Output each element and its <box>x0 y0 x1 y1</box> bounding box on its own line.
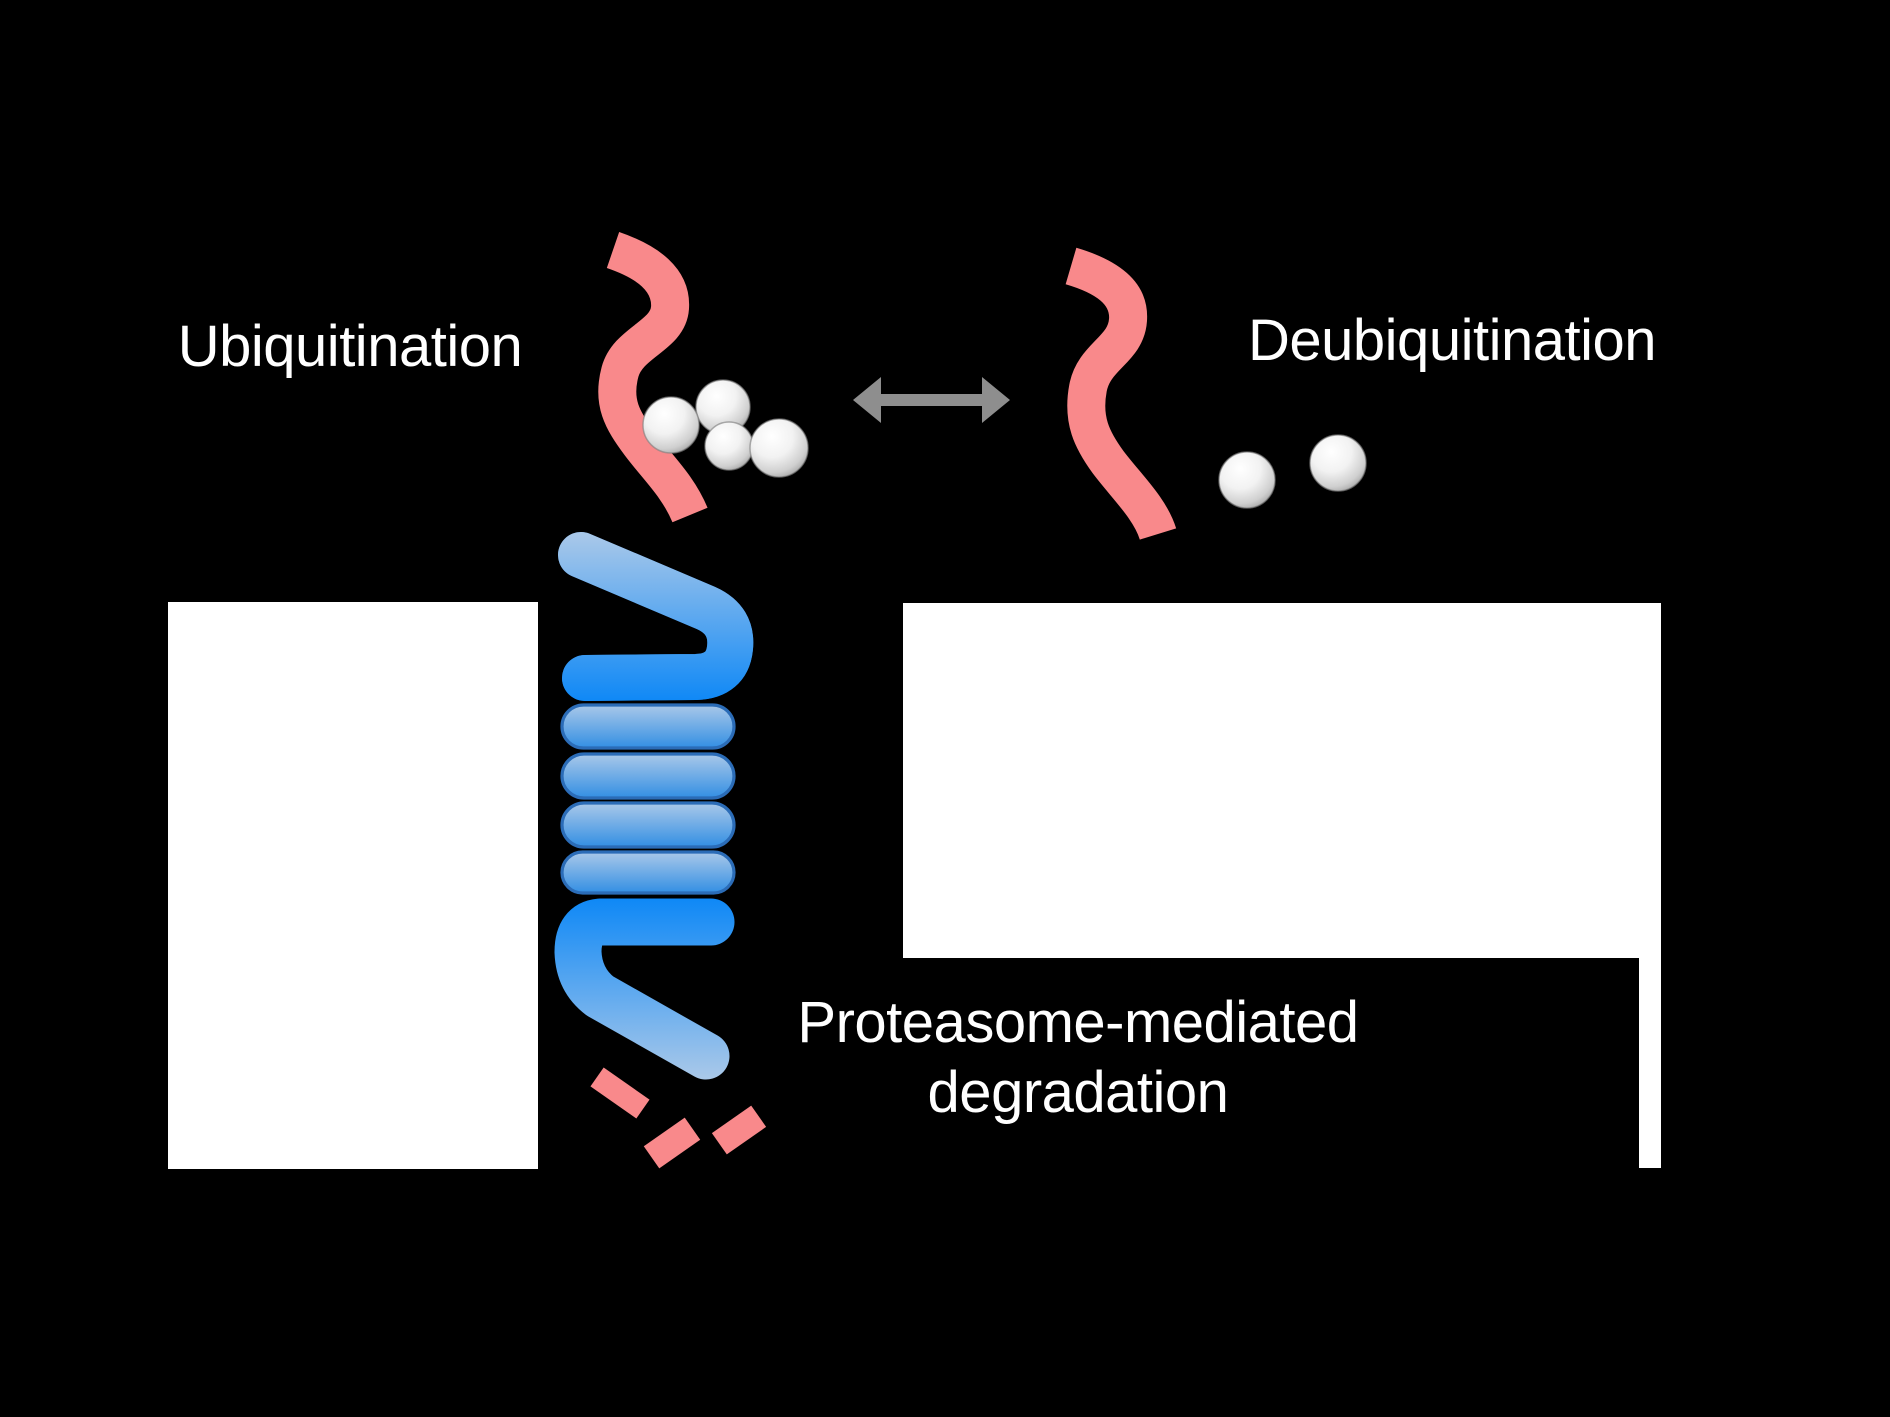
coiled-protein <box>554 532 754 1080</box>
label-proteasome-line1: Proteasome-mediated <box>797 990 1359 1055</box>
label-ubiquitination: Ubiquitination <box>177 314 523 379</box>
right-panel-edge-strip <box>1639 958 1661 1168</box>
label-proteasome-degradation: Proteasome-mediated degradation <box>797 988 1359 1128</box>
ubiquitin-sphere <box>749 418 809 478</box>
free-ubiquitin-spheres <box>1218 434 1367 509</box>
label-deubiquitination: Deubiquitination <box>1248 308 1656 373</box>
coil-turn <box>560 801 736 849</box>
ubiquitin-sphere <box>642 396 700 454</box>
right-panel <box>903 603 1661 958</box>
left-panel <box>168 602 538 1169</box>
ubiquitin-sphere <box>1218 451 1276 509</box>
coil-turn <box>560 703 736 750</box>
ubiquitin-sphere <box>1309 434 1367 492</box>
degradation-dash <box>643 1117 701 1169</box>
coil-turn <box>560 752 736 800</box>
substrate-protein-squiggle-right <box>1065 247 1177 541</box>
degradation-dashes <box>590 1067 767 1169</box>
substrate-protein-squiggle-left <box>598 232 708 523</box>
degradation-dash <box>711 1105 767 1155</box>
ubiquitin-chain-spheres <box>642 379 809 478</box>
coil-hook-border <box>558 532 754 701</box>
degradation-dash <box>590 1067 650 1119</box>
coil-turn <box>560 850 736 895</box>
ubiquitin-sphere <box>704 421 754 471</box>
coil-bottom-tail <box>554 898 735 1080</box>
double-arrow-icon <box>853 377 1010 423</box>
label-proteasome-line2: degradation <box>927 1060 1229 1125</box>
